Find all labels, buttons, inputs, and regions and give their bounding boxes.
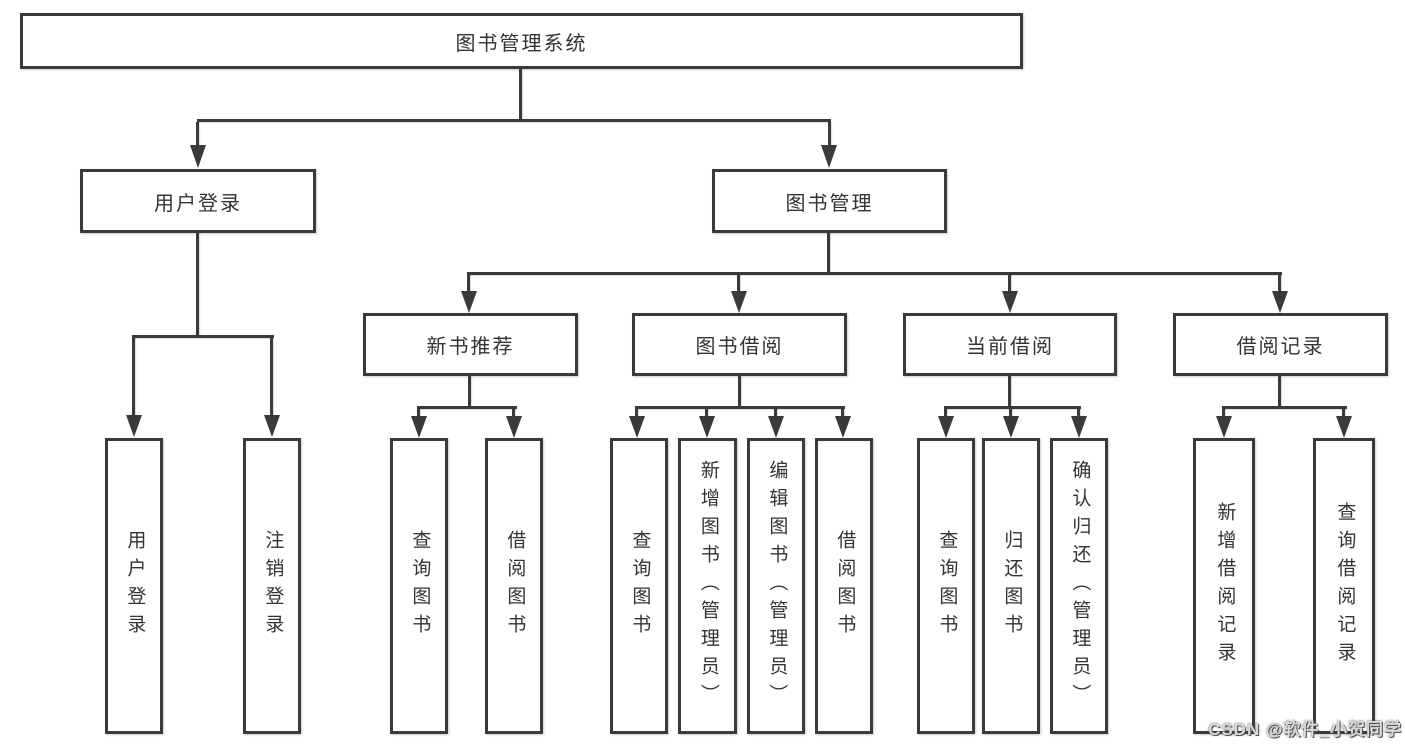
arrowhead-down [126,415,142,437]
node-new-book-recommendation-label: 新书推荐 [426,336,515,358]
connector-line [519,69,522,119]
node-current-borrowing-label: 当前借阅 [966,336,1054,358]
node-user-login-action-label: 用户登录 [124,530,146,642]
connector-line [1278,376,1281,406]
arrowhead-down [1003,416,1019,438]
node-return-books-label: 归还图书 [1001,530,1023,642]
arrowhead-down [461,291,477,313]
arrowhead-down [1002,291,1018,313]
connector-line [467,272,1282,275]
connector-line [197,119,831,122]
node-book-management: 图书管理 [712,169,947,233]
node-query-borrow-record-label: 查询借阅记录 [1334,502,1356,670]
connector-line [737,275,740,292]
connector-line [774,409,777,418]
arrowhead-down [731,291,747,313]
connector-line [417,409,420,418]
connector-line [1009,409,1012,418]
arrowhead-down [264,415,280,437]
arrowhead-down [190,145,206,168]
node-book-management-label: 图书管理 [785,192,874,215]
node-borrowing-records-label: 借阅记录 [1236,336,1325,358]
arrowhead-down [1216,416,1232,438]
node-query-books-current: 查询图书 [917,438,975,734]
arrowhead-down [835,416,851,438]
connector-line [1222,406,1347,409]
node-confirm-return-admin-label: 确认归还（管理员） [1069,460,1091,712]
node-add-borrow-record-label: 新增借阅记录 [1214,502,1236,670]
node-query-books-borrowing: 查询图书 [610,438,668,734]
node-current-borrowing: 当前借阅 [903,313,1117,376]
node-query-borrow-record: 查询借阅记录 [1313,438,1375,734]
node-logout: 注销登录 [243,438,301,734]
node-borrow-books-borrowing: 借阅图书 [815,438,873,734]
arrowhead-down [506,416,522,438]
arrowhead-down [1272,291,1288,313]
connector-line [944,409,947,418]
node-add-book-admin-label: 新增图书（管理员） [697,460,719,712]
connector-line [705,409,708,418]
node-confirm-return-admin: 确认归还（管理员） [1050,438,1108,734]
connector-line [827,232,830,272]
arrowhead-down [629,416,645,438]
arrowhead-down [938,416,954,438]
connector-line [1222,409,1225,418]
arrowhead-down [411,416,427,438]
node-query-books-recommend: 查询图书 [390,438,448,734]
arrowhead-down [699,416,715,438]
connector-line [512,409,515,418]
connector-line [132,338,135,416]
connector-line [635,409,638,418]
node-user-login-label: 用户登录 [154,192,242,215]
arrowhead-down [1336,416,1352,438]
connector-line [467,275,470,292]
node-query-books-recommend-label: 查询图书 [409,530,431,642]
connector-line [1342,409,1345,418]
arrowhead-down [1071,416,1087,438]
node-borrow-books-borrowing-label: 借阅图书 [834,530,856,642]
node-add-borrow-record: 新增借阅记录 [1193,438,1255,734]
connector-line [132,335,274,338]
node-return-books: 归还图书 [982,438,1040,734]
node-query-books-current-label: 查询图书 [936,530,958,642]
arrowhead-down [821,145,837,168]
node-add-book-admin: 新增图书（管理员） [678,438,737,734]
node-book-borrowing: 图书借阅 [632,313,847,376]
node-edit-book-admin: 编辑图书（管理员） [747,438,805,734]
connector-line [417,406,517,409]
connector-line [841,409,844,418]
connector-line [1278,275,1281,292]
node-library-system: 图书管理系统 [20,13,1023,69]
connector-line [270,338,273,416]
node-book-borrowing-label: 图书借阅 [695,336,784,358]
csdn-watermark: CSDN @软件_小贺同学 [1208,720,1402,739]
node-user-login-action: 用户登录 [105,438,163,734]
node-borrow-books-recommend-label: 借阅图书 [504,530,526,642]
node-borrow-books-recommend: 借阅图书 [485,438,543,734]
connector-line [635,406,845,409]
connector-line [828,122,831,146]
connector-line [196,233,199,335]
connector-line [468,376,471,406]
connector-line [1008,376,1011,406]
node-user-login: 用户登录 [80,169,316,233]
connector-line [1008,275,1011,292]
node-library-system-label: 图书管理系统 [455,32,588,55]
connector-line [944,406,1081,409]
connector-line [196,122,199,146]
node-borrowing-records: 借阅记录 [1173,313,1388,376]
arrowhead-down [768,416,784,438]
node-edit-book-admin-label: 编辑图书（管理员） [766,460,788,712]
node-query-books-borrowing-label: 查询图书 [629,530,651,642]
node-logout-label: 注销登录 [262,530,284,642]
node-new-book-recommendation: 新书推荐 [363,313,578,376]
connector-line [1077,409,1080,418]
connector-line [738,376,741,406]
